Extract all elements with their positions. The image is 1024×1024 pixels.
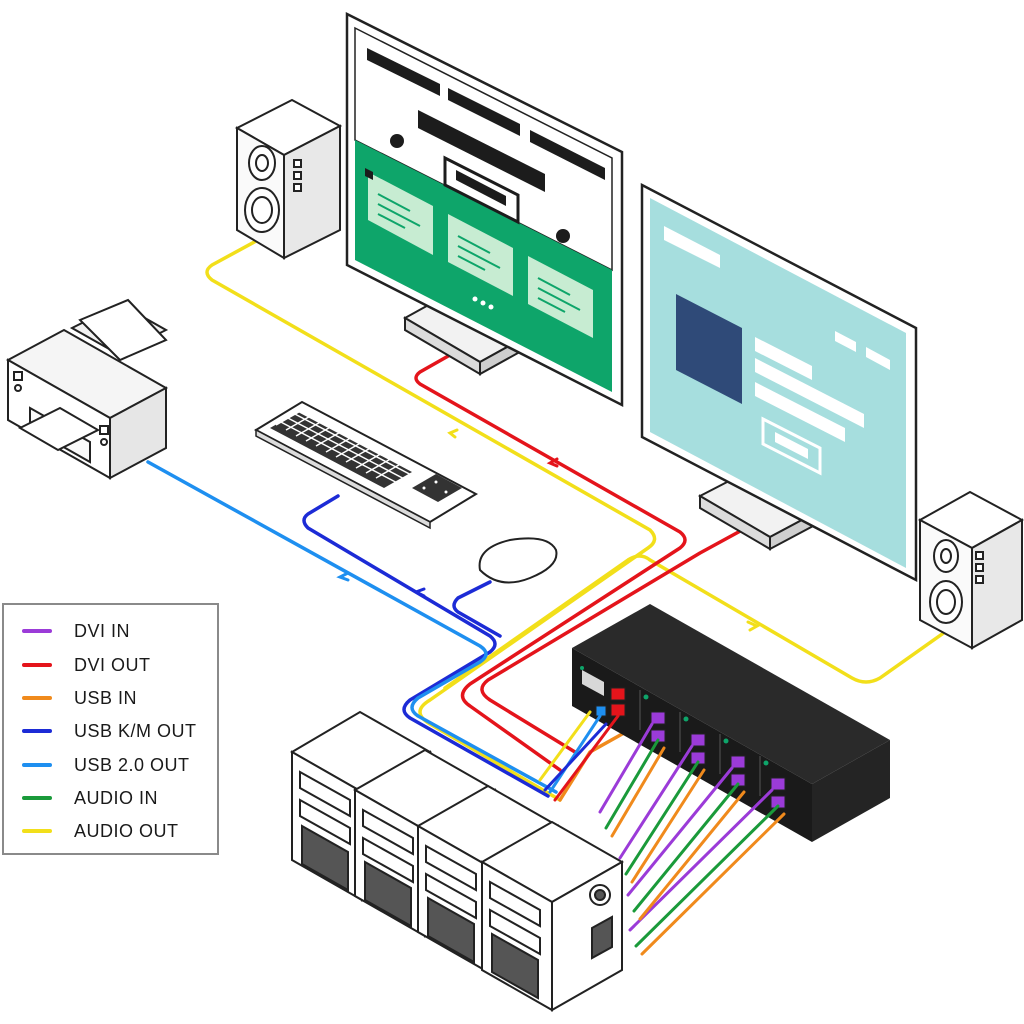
dvi-out-cable-left: [414, 353, 687, 772]
legend-item-dvi-out: DVI OUT: [22, 653, 151, 677]
legend-swatch: [22, 696, 52, 700]
legend-swatch: [22, 629, 52, 633]
legend-item-audio-in: AUDIO IN: [22, 786, 158, 810]
legend-label: AUDIO OUT: [74, 820, 179, 841]
pc-cables: [538, 710, 786, 956]
monitor-icon: [640, 182, 918, 583]
printer-icon: [5, 298, 169, 480]
legend-item-audio-out: AUDIO OUT: [22, 819, 179, 843]
computer-towers: [290, 710, 625, 1012]
cable-arrows: [336, 428, 761, 632]
legend-label: DVI IN: [74, 620, 131, 641]
audio-out-cable-left-speaker: [205, 238, 657, 802]
legend-label: AUDIO IN: [74, 787, 159, 808]
cable-legend: DVI IN DVI OUT USB IN USB K/M OUT USB 2.…: [2, 603, 219, 855]
speaker-icon: [234, 98, 343, 260]
usb-2-cable-printer: [146, 460, 558, 794]
usb-km-cable-mouse: [452, 580, 502, 638]
computer-tower-icon: [290, 710, 432, 902]
legend-item-usb-km-out: USB K/M OUT: [22, 719, 197, 743]
legend-label: USB 2.0 OUT: [74, 754, 190, 775]
usb-km-cable-keyboard: [302, 494, 550, 798]
audio-out-cable-right-speaker: [443, 554, 947, 690]
legend-label: USB IN: [74, 687, 138, 708]
speaker-icon: [917, 490, 1024, 650]
keyboard-icon: [253, 400, 479, 530]
monitor-icon: [345, 11, 624, 408]
legend-item-usb-2-out: USB 2.0 OUT: [22, 753, 190, 777]
mouse-icon: [478, 537, 558, 584]
legend-swatch: [22, 829, 52, 833]
legend-swatch: [22, 729, 52, 733]
legend-swatch: [22, 763, 52, 767]
legend-swatch: [22, 796, 52, 800]
legend-swatch: [22, 663, 52, 667]
legend-label: USB K/M OUT: [74, 720, 197, 741]
legend-item-usb-in: USB IN: [22, 686, 137, 710]
legend-label: DVI OUT: [74, 654, 151, 675]
cables: [146, 238, 947, 802]
legend-item-dvi-in: DVI IN: [22, 619, 130, 643]
computer-tower-icon: [479, 820, 625, 1012]
dvi-out-cable-right: [480, 521, 757, 754]
